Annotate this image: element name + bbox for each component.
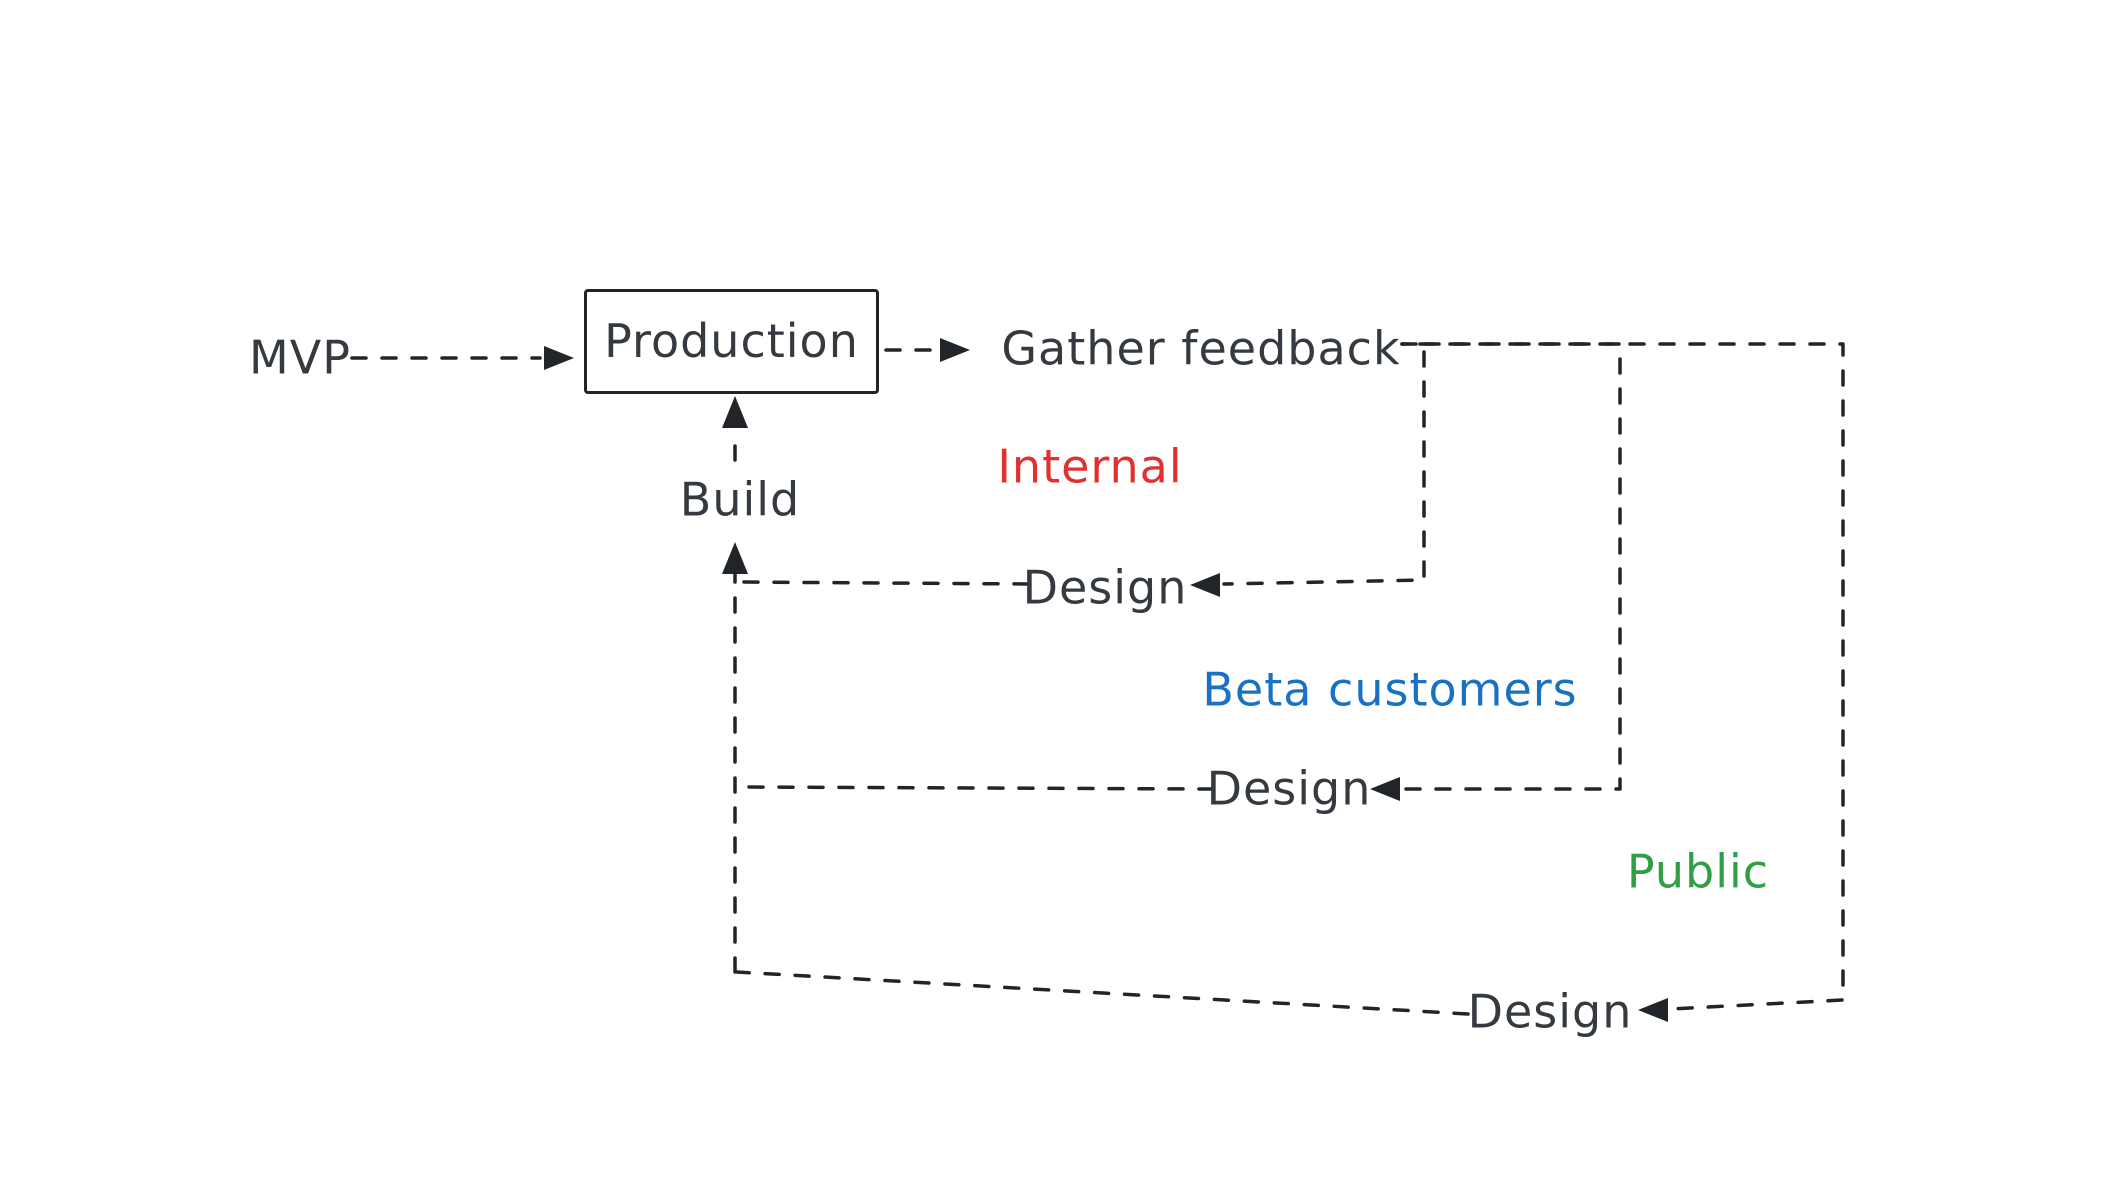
node-gather-feedback: Gather feedback [1001, 321, 1401, 376]
audience-label-internal: Internal [997, 439, 1183, 494]
design-label-beta: Design [1206, 761, 1372, 816]
return-line-internal [735, 580, 1030, 586]
design-label-public: Design [1467, 984, 1633, 1039]
return-line-beta [735, 785, 1215, 791]
feedback-line-internal [1222, 342, 1426, 586]
arrowhead-mvp-to-production [544, 346, 574, 370]
node-mvp: MVP [249, 330, 351, 385]
node-build: Build [679, 472, 801, 527]
audience-label-public: Public [1626, 844, 1770, 899]
arrowhead-into-build [722, 542, 748, 574]
arrowhead-production-to-feedback [940, 338, 970, 362]
arrowhead-into-production [722, 396, 748, 428]
return-line-public [735, 970, 1470, 1016]
feedback-line-public [1400, 342, 1845, 1011]
feedback-line-beta [1400, 342, 1622, 791]
arrowhead-design-internal [1190, 573, 1220, 597]
node-production: Production [584, 289, 879, 394]
audience-label-beta: Beta customers [1202, 662, 1578, 717]
design-label-internal: Design [1022, 560, 1188, 615]
arrowhead-design-beta [1370, 777, 1400, 801]
node-production-label: Production [604, 314, 859, 369]
arrowhead-design-public [1638, 998, 1668, 1022]
